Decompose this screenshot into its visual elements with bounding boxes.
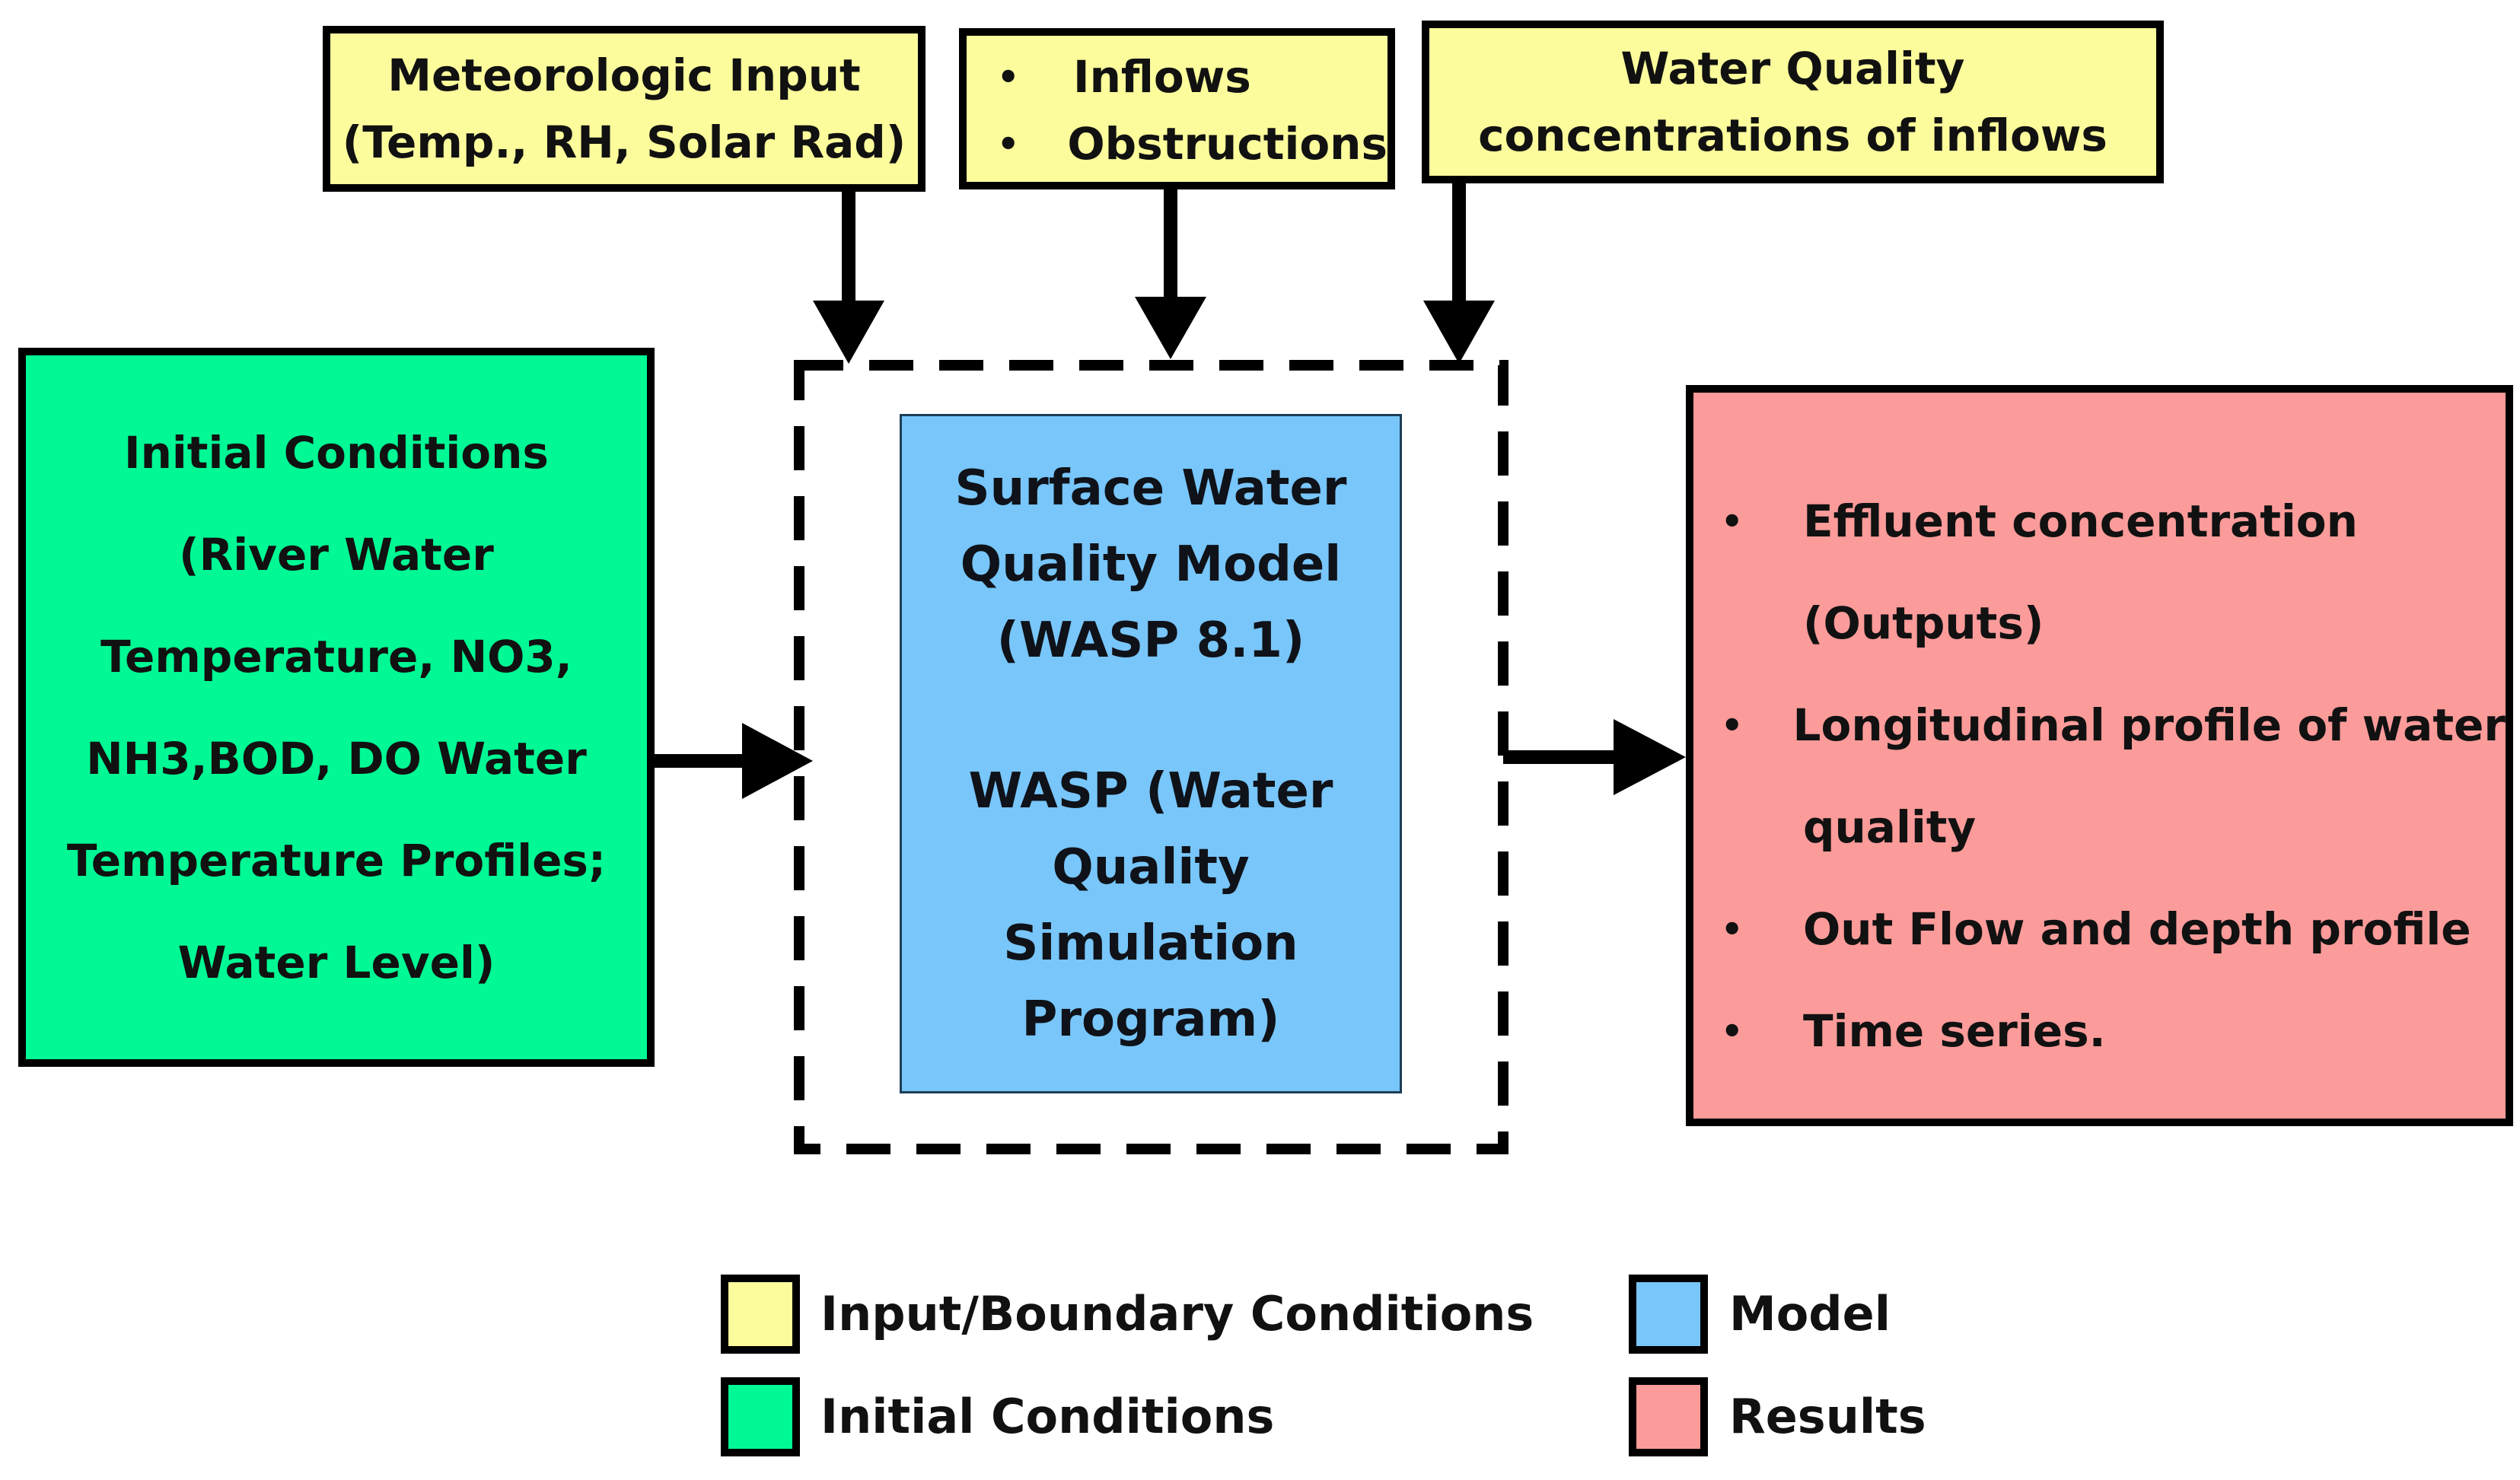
inflows-bullet-row: • Obstructions — [997, 110, 1387, 177]
model-dashed-frame — [794, 360, 1508, 1154]
initial-line-3: Temperature, NO3, — [100, 630, 572, 683]
water-quality-line-1: Water Quality — [1620, 43, 1965, 94]
results-text: (Outputs) — [1803, 597, 2044, 649]
legend-swatch-results — [1629, 1377, 1708, 1456]
model-line-1: Surface Water — [954, 460, 1347, 517]
initial-line-1: Initial Conditions — [124, 426, 549, 479]
initial-conditions-box: Initial Conditions (River Water Temperat… — [18, 348, 655, 1067]
meteorologic-line-2: (Temp., RH, Solar Rad) — [342, 116, 906, 168]
meteorologic-line-1: Meteorologic Input — [387, 49, 861, 101]
results-row: • Effluent concentration — [1721, 470, 2506, 572]
legend-label-input: Input/Boundary Conditions — [820, 1286, 1534, 1342]
water-quality-line-2: concentrations of inflows — [1478, 110, 2107, 161]
inflows-item-obstructions: Obstructions — [1067, 118, 1387, 170]
bullet-icon: • — [997, 56, 1020, 97]
legend-swatch-initial — [721, 1377, 800, 1456]
bullet-icon: • — [1721, 705, 1744, 746]
legend-swatch-input — [721, 1275, 800, 1354]
results-row: • Longitudinal profile of water — [1721, 674, 2506, 776]
arrow-water-quality-to-model — [1423, 183, 1495, 364]
results-row: • Out Flow and depth profile — [1721, 878, 2506, 980]
model-line-4: WASP (Water — [968, 762, 1333, 820]
model-line-5: Quality — [1052, 839, 1250, 896]
initial-line-6: Water Level) — [177, 936, 495, 988]
meteorologic-input-box: Meteorologic Input (Temp., RH, Solar Rad… — [323, 26, 925, 192]
inflows-item-inflows: Inflows — [1073, 51, 1251, 103]
results-text: Longitudinal profile of water — [1792, 699, 2506, 751]
bullet-icon: • — [1721, 501, 1744, 542]
water-quality-box: Water Quality concentrations of inflows — [1422, 21, 2164, 183]
initial-line-5: Temperature Profiles; — [66, 834, 607, 886]
model-line-7: Program) — [1021, 991, 1280, 1048]
inflows-bullet-row: • Inflows — [997, 43, 1387, 110]
bullet-icon: • — [1721, 1011, 1744, 1052]
initial-line-2: (River Water — [179, 528, 494, 581]
initial-line-4: NH3,BOD, DO Water — [86, 732, 587, 785]
arrow-inflows-to-model — [1135, 189, 1206, 359]
arrow-initial-to-model — [655, 723, 813, 799]
bullet-icon: • — [997, 123, 1020, 164]
model-line-2: Quality Model — [960, 536, 1342, 593]
results-box: • Effluent concentration (Outputs) • Lon… — [1686, 385, 2513, 1126]
results-text: Effluent concentration — [1803, 495, 2358, 547]
results-row: quality — [1721, 776, 2506, 878]
results-text: quality — [1803, 801, 1977, 853]
model-box: Surface Water Quality Model (WASP 8.1) W… — [900, 414, 1402, 1093]
bullet-icon: • — [1721, 909, 1744, 950]
legend-label-results: Results — [1729, 1389, 1926, 1444]
legend-label-model: Model — [1729, 1286, 1891, 1342]
inflows-box: • Inflows • Obstructions — [959, 28, 1395, 189]
model-line-3: (WASP 8.1) — [996, 612, 1305, 669]
legend-swatch-model — [1629, 1275, 1708, 1354]
legend-label-initial: Initial Conditions — [820, 1389, 1275, 1444]
results-row: (Outputs) — [1721, 572, 2506, 674]
results-text: Out Flow and depth profile — [1803, 903, 2471, 955]
results-row: • Time series. — [1721, 980, 2506, 1082]
arrow-meteorologic-to-model — [813, 192, 884, 364]
arrow-model-to-results — [1503, 719, 1686, 795]
model-line-6: Simulation — [1003, 915, 1298, 972]
results-text: Time series. — [1803, 1005, 2106, 1057]
